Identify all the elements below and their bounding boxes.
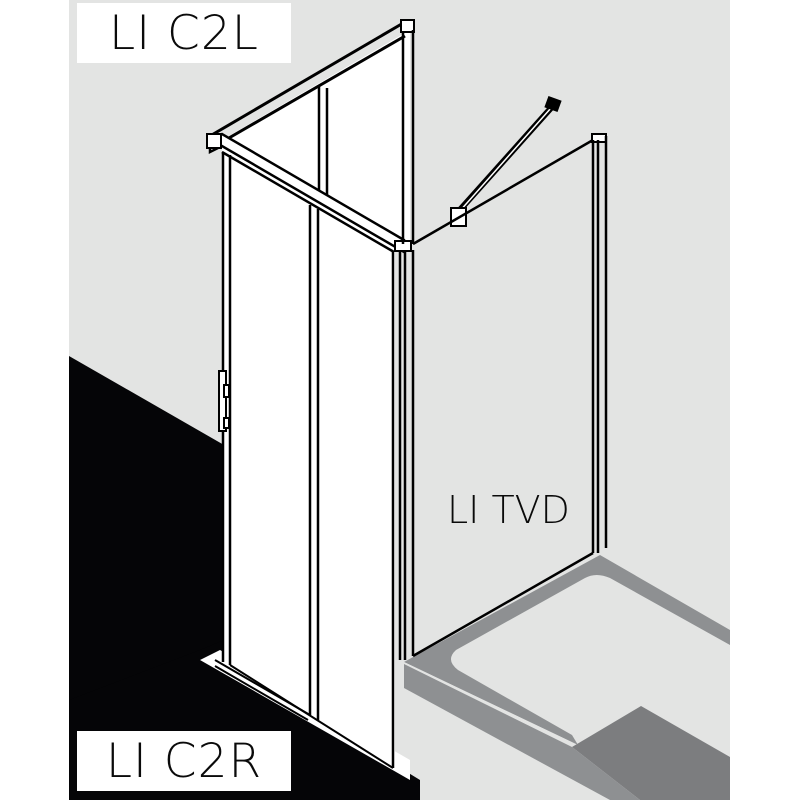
model-label-bottom-text: LI C2R [105, 733, 263, 789]
model-label-fixed-panel: LI TVD [447, 488, 570, 532]
corner-cap-left [206, 133, 222, 149]
tray-rim-front [404, 664, 640, 800]
corner-cap-back [400, 19, 415, 33]
bottom-rail [214, 659, 394, 769]
top-rail-back [209, 20, 406, 144]
glass-door-back [222, 30, 410, 245]
vertical-profiles [221, 30, 608, 768]
model-label-top-text: LI C2L [109, 5, 259, 61]
model-label-top: LI C2L [77, 3, 291, 63]
model-label-bottom: LI C2R [77, 731, 291, 791]
stabilizer-bar [450, 95, 562, 227]
fixed-panel-top-edge [412, 138, 594, 246]
fixed-panel-bottom-edge [412, 551, 594, 658]
tray-rim [404, 555, 730, 745]
glass-fixed-panel [410, 140, 598, 658]
tray-shadow [572, 706, 730, 800]
door-handle [218, 370, 230, 432]
wall-mount-bracket [544, 95, 562, 113]
glass-door-front [222, 150, 395, 770]
